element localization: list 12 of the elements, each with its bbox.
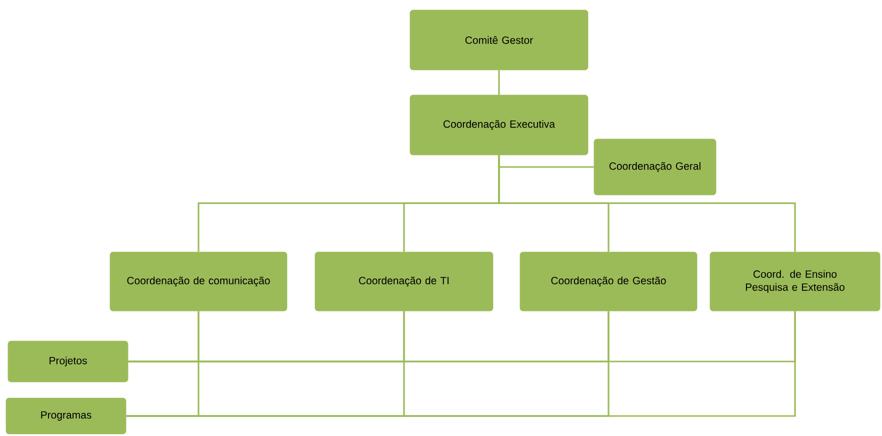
org-box: Projetos (8, 340, 128, 382)
org-box: Programas (6, 398, 126, 434)
org-box: Comitê Gestor (410, 10, 588, 70)
connector-line (498, 155, 796, 252)
connector-line (498, 70, 500, 95)
org-box: Coordenação Geral (594, 138, 716, 196)
org-box: Coordenação Executiva (410, 94, 588, 156)
org-box: Coordenação de comunicação (110, 252, 288, 312)
org-box: Coordenação de TI (314, 252, 494, 312)
connector-line (126, 311, 796, 417)
org-box: Coordenação de Gestão (520, 252, 698, 312)
org-box: Coord. de Ensino Pesquisa e Extensão (710, 252, 880, 312)
